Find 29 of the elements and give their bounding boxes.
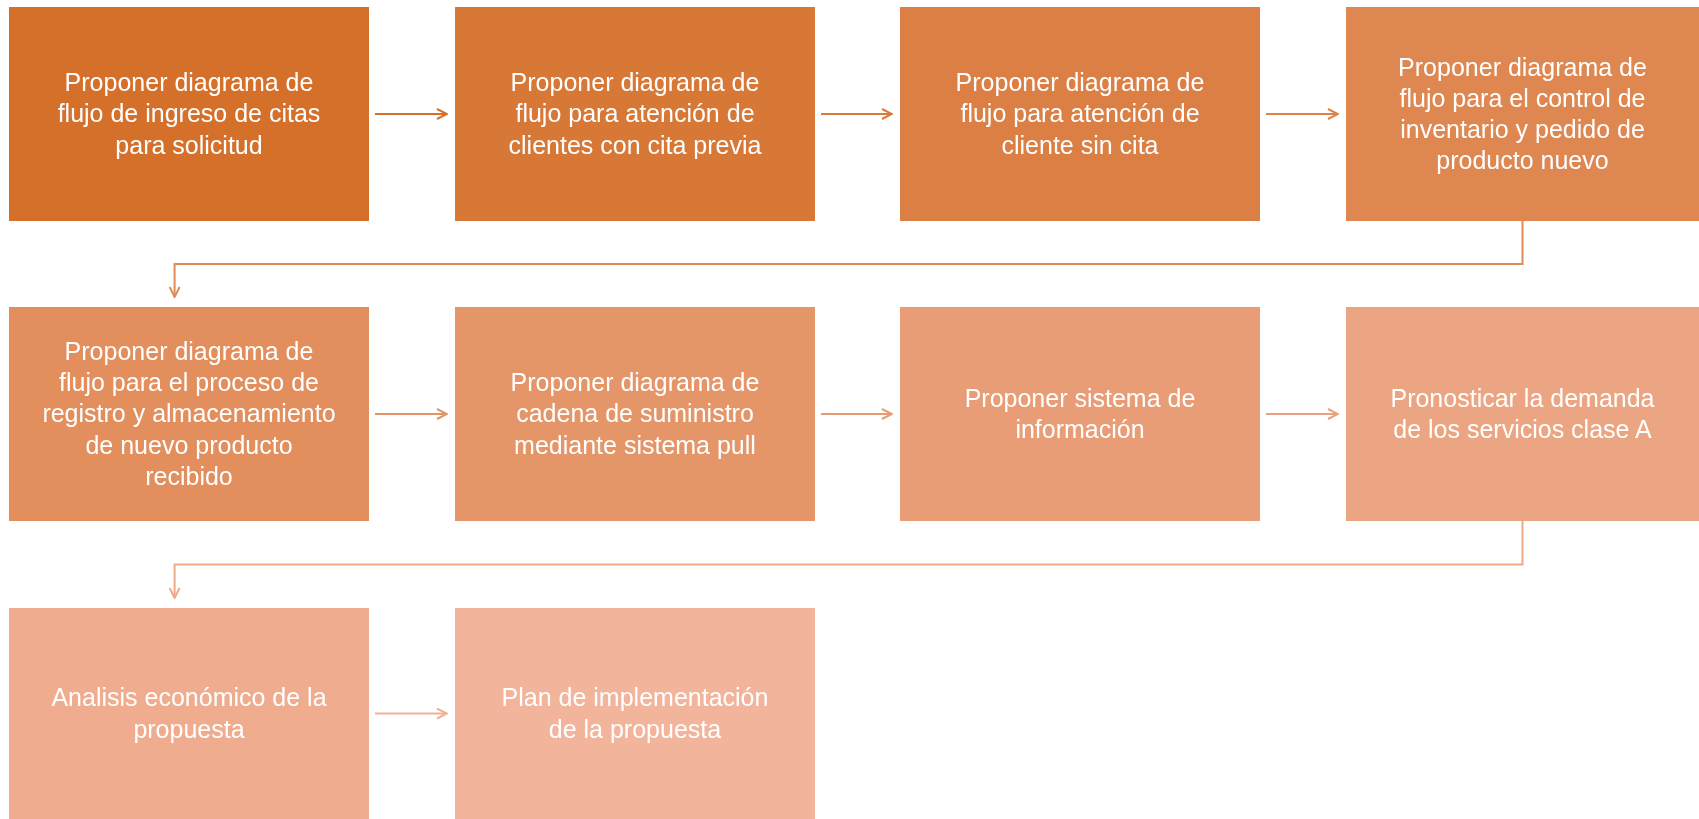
box-text: Proponer diagrama de flujo para el control de inventario y pedido de producto nuevo [1397,51,1648,177]
process-box [9,307,369,521]
arrow [1265,408,1339,420]
box-text: Plan de implementación de la propuesta [500,682,770,745]
arrow [820,408,893,420]
process-box [1346,307,1699,521]
box-text: Proponer diagrama de flujo de ingreso de citas para solicitud [56,67,322,161]
arrow [374,707,448,720]
arrow [1265,108,1339,120]
box-text: Proponer diagrama de flujo para atención de clientes con cita previa [507,67,763,161]
process-box [9,7,369,221]
box-text: Pronosticar la demanda de los servicios clase A [1389,382,1656,445]
arrow [168,220,1524,298]
process-box [900,307,1260,521]
process-box [455,7,815,221]
arrow [374,108,448,120]
process-box [455,307,815,521]
arrow [168,520,1524,599]
box-text: Proponer diagrama de cadena de suministro mediante sistema pull [509,367,761,461]
arrow [820,108,893,120]
box-text: Proponer diagrama de flujo para el proceso de registro y almacenamiento de nuevo producto recibido [41,335,337,492]
process-box [1346,7,1699,221]
box-text: Analisis económico de la propuesta [50,682,328,745]
process-box [9,608,369,819]
process-box [900,7,1260,221]
arrow [374,408,448,420]
box-text: Proponer diagrama de flujo para atención de cliente sin cita [954,67,1206,161]
process-box [455,608,815,819]
box-text: Proponer sistema de información [963,382,1197,445]
